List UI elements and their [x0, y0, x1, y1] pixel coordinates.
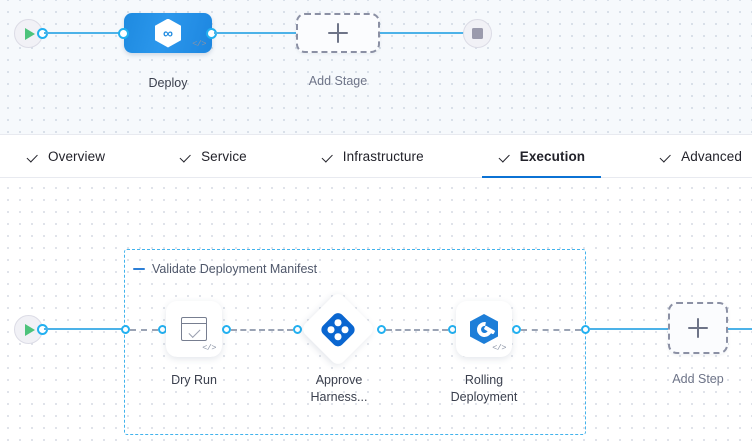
check-icon — [659, 150, 672, 163]
step-label-approve-harness: Approve Harness... — [310, 373, 368, 404]
tab-advanced-label: Advanced — [681, 149, 742, 164]
execution-graph-canvas[interactable]: Validate Deployment Manifest </> Dry Run… — [0, 178, 752, 448]
edge-dry-run-to-approve — [231, 329, 293, 331]
approve-output-port[interactable] — [377, 325, 386, 334]
edge-rolling-to-group-out — [521, 329, 581, 331]
stage-node-deploy[interactable]: ∞ </> — [124, 13, 212, 53]
check-icon — [321, 150, 334, 163]
harness-approval-diamond-icon — [318, 309, 358, 349]
step-group-header[interactable]: Validate Deployment Manifest — [133, 262, 317, 276]
add-stage-button[interactable] — [296, 13, 380, 53]
edge-deploy-to-add-stage — [214, 32, 296, 34]
plus-icon — [328, 23, 348, 43]
edge-approve-to-rolling — [386, 329, 448, 331]
rolling-output-port[interactable] — [512, 325, 521, 334]
dry-run-output-port[interactable] — [222, 325, 231, 334]
step-label-rolling-deployment: Rolling Deployment — [450, 373, 518, 404]
dry-run-code-badge: </> — [202, 343, 216, 353]
step-group-validate-deployment-manifest[interactable] — [124, 249, 586, 435]
stop-square-icon — [472, 28, 483, 39]
rolling-code-badge: </> — [492, 343, 506, 353]
edge-add-step-trailing — [728, 328, 752, 330]
play-icon — [25, 27, 35, 40]
tab-service[interactable]: Service — [163, 135, 263, 178]
stage-code-badge: </> — [192, 39, 206, 49]
check-icon — [26, 150, 39, 163]
step-node-rolling-deployment[interactable]: </> — [456, 301, 512, 357]
plus-icon — [688, 318, 708, 338]
edge-group-to-dry-run — [130, 329, 158, 331]
step-group-label: Validate Deployment Manifest — [152, 262, 318, 276]
stage-label-deploy: Deploy — [148, 76, 188, 90]
edge-add-stage-to-end — [380, 32, 470, 34]
tab-service-label: Service — [201, 149, 247, 164]
stage-tabs-bar[interactable]: Overview Service Infrastructure Executio… — [0, 134, 752, 179]
edge-start-to-group — [44, 328, 126, 330]
deploy-input-port[interactable] — [118, 28, 129, 39]
tab-execution-label: Execution — [519, 149, 586, 164]
group-input-port[interactable] — [121, 325, 130, 334]
kubernetes-rolling-icon — [470, 314, 498, 344]
step-node-dry-run[interactable]: </> — [166, 301, 222, 357]
add-step-label: Add Step — [672, 372, 724, 386]
tab-overview[interactable]: Overview — [10, 135, 121, 178]
step-label-dry-run: Dry Run — [171, 373, 217, 387]
pipeline-end-node[interactable] — [463, 19, 492, 48]
harness-infinity-hexagon-icon: ∞ — [155, 18, 181, 48]
add-stage-label: Add Stage — [308, 74, 368, 88]
tab-overview-label: Overview — [48, 149, 106, 164]
edge-start-to-deploy — [44, 32, 126, 34]
check-icon — [498, 150, 511, 163]
approve-input-port[interactable] — [293, 325, 302, 334]
stage-graph-canvas[interactable]: ∞ </> Deploy Add Stage — [0, 0, 752, 134]
tab-infrastructure-label: Infrastructure — [342, 149, 424, 164]
tab-infrastructure[interactable]: Infrastructure — [305, 135, 440, 178]
tab-execution[interactable]: Execution — [481, 135, 602, 179]
edge-group-to-add-step — [589, 328, 668, 330]
add-step-button[interactable] — [668, 302, 728, 354]
collapse-dash-icon[interactable] — [133, 268, 145, 270]
tab-advanced[interactable]: Advanced — [643, 135, 752, 178]
check-icon — [179, 150, 192, 163]
play-icon — [25, 323, 35, 336]
dry-run-check-window-icon — [181, 317, 207, 341]
